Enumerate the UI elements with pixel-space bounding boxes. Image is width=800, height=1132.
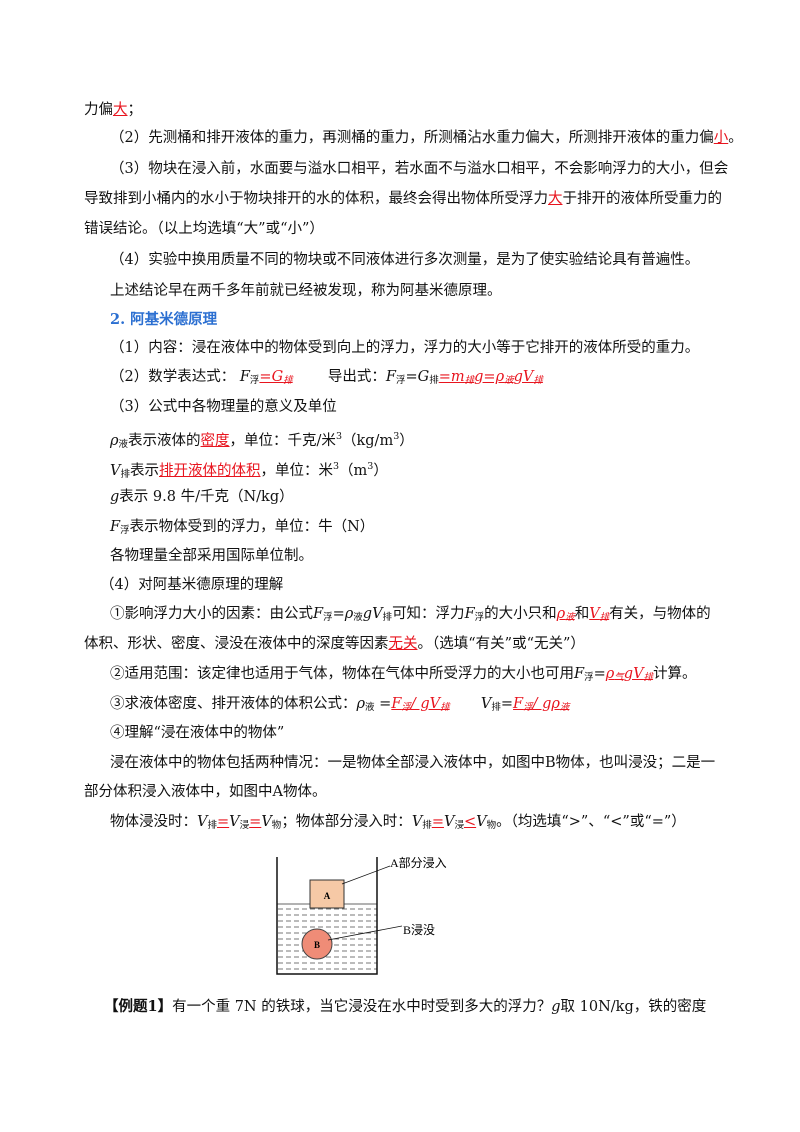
example-line: 【例题1】有一个重 7N 的铁球，当它浸没在水中时受到多大的浮力？g取 10N/… xyxy=(104,998,707,1015)
text-line-14: F浮表示物体受到的浮力，单位：牛（N） xyxy=(110,519,375,536)
text-line-6: （4）实验中换用质量不同的物块或不同液体进行多次测量，是为了使实验结论具有普遍性… xyxy=(110,252,700,268)
text-line-2: （2）先测桶和排开液体的重力，再测桶的重力，所测桶沾水重力偏大，所测排开液体的重… xyxy=(110,130,743,146)
text-line-21: ④理解“浸在液体中的物体” xyxy=(110,725,285,741)
ball-b xyxy=(301,928,333,960)
text-line-22: 浸在液体中的物体包括两种情况：一是物体全部浸入液体中，如图中B物体，也叫浸没；二… xyxy=(110,755,716,771)
answer-da: 大 xyxy=(113,102,128,118)
text-line-20: ③求液体密度、排开液体的体积公式：ρ液 =F浮/ gV排 V排=F浮/ gρ液 xyxy=(110,696,570,713)
buoyancy-figure: A B A部分浸入 B浸没 xyxy=(276,855,447,975)
text-line-19: ②适用范围：该定律也适用于气体，物体在气体中所受浮力的大小也可用F浮=ρ气gV排… xyxy=(110,666,697,683)
text-line-15: 各物理量全部采用国际单位制。 xyxy=(110,548,313,564)
text-line-23: 部分体积浸入液体中，如图中A物体。 xyxy=(84,784,327,800)
text-line-3: （3）物块在浸入前，水面要与溢水口相平，若水面不与溢水口相平，不会影响浮力的大小… xyxy=(110,161,729,177)
section-heading: 2. 阿基米德原理 xyxy=(110,311,218,328)
text-line-7: 上述结论早在两千多年前就已经被发现，称为阿基米德原理。 xyxy=(110,283,502,299)
text-line-5: 错误结论。（以上均选填“大”或“小”） xyxy=(84,221,324,237)
example-tag: 【例题1】 xyxy=(104,998,173,1015)
text-line-16: （4）对阿基米德原理的理解 xyxy=(100,577,284,593)
block-a xyxy=(309,879,345,909)
beaker xyxy=(276,857,378,975)
text-line-1: 力偏大； xyxy=(84,102,142,118)
text-line-24: 物体浸没时：V排=V浸=V物；物体部分浸入时：V排=V浸<V物。（均选填“>”、… xyxy=(110,814,686,831)
text-line-17: ①影响浮力大小的因素：由公式F浮=ρ液gV排可知：浮力F浮的大小只和ρ液和V排有… xyxy=(110,606,711,623)
text-line-4: 导致排到小桶内的水小于物块排开的水的体积，最终会得出物体所受浮力大于排开的液体所… xyxy=(84,191,722,207)
text-line-12: V排表示排开液体的体积，单位：米3（m3） xyxy=(110,461,388,480)
pointer-a xyxy=(341,865,391,885)
pointer-b xyxy=(327,925,403,941)
label-a: A部分浸入 xyxy=(390,855,447,870)
label-b: B浸没 xyxy=(403,922,435,937)
ball-b-label: B xyxy=(314,940,320,950)
block-a-label: A xyxy=(324,891,331,901)
formula-line: （2）数学表达式： F浮=G排 导出式：F浮=G排=m排g=ρ液gV排 xyxy=(110,369,543,386)
text-line-11: ρ液表示液体的密度，单位：千克/米3（kg/m3） xyxy=(110,431,414,450)
answer-da-2: 大 xyxy=(548,191,563,207)
text-line-13: g表示 9.8 牛/千克（N/kg） xyxy=(110,489,294,505)
text-line-18: 体积、形状、密度、浸没在液体中的深度等因素无关。（选填“有关”或“无关”） xyxy=(84,636,585,652)
answer-xiao: 小 xyxy=(713,130,729,146)
text-line-10: （3）公式中各物理量的意义及单位 xyxy=(110,399,337,415)
text-line-8: （1）内容：浸在液体中的物体受到向上的浮力，浮力的大小等于它排开的液体所受的重力… xyxy=(110,340,700,356)
